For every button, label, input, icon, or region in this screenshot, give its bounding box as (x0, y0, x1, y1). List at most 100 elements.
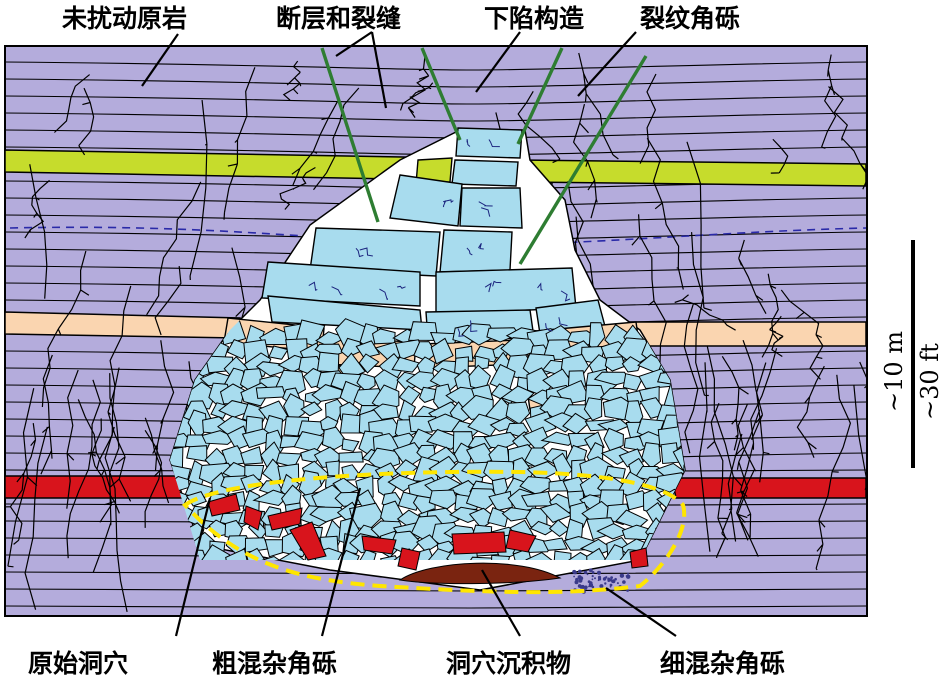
breccia-clast (522, 426, 551, 452)
fracture-line (313, 87, 360, 191)
bedding-line (5, 95, 867, 105)
breccia-clast (186, 445, 208, 462)
block-internal-cracks (308, 139, 571, 337)
fracture-line (53, 74, 90, 133)
fracture-line (721, 356, 749, 451)
fracture-line (5, 423, 37, 545)
fine-breccia-grain (584, 585, 588, 590)
fine-breccia-grain (614, 577, 617, 581)
breccia-clast (338, 451, 364, 463)
block-crack (470, 320, 478, 332)
fracture-line (41, 250, 90, 408)
bedding-line (5, 112, 867, 122)
fracture-line (761, 273, 779, 358)
label-sag-structure: 下陷构造 (484, 4, 584, 33)
fracture-line (96, 285, 132, 470)
fracture-line (706, 346, 743, 542)
breccia-clast (586, 547, 609, 560)
fine-breccia-grain (588, 582, 594, 588)
block-crack (397, 285, 406, 289)
label-faults-fractures: 断层和裂缝 (276, 4, 401, 33)
breccia-clast (283, 393, 305, 423)
fine-breccia-grain (591, 578, 594, 581)
fine-breccia-grain (591, 571, 595, 574)
fine-breccia-grain (611, 581, 613, 583)
label-crackle-breccia: 裂纹角砾 (640, 4, 740, 33)
fine-breccia-grain (597, 570, 601, 575)
fine-breccia-grain (575, 577, 579, 582)
breccia-clast (321, 426, 348, 451)
block-crack (355, 247, 364, 258)
breccia-clast (244, 537, 270, 553)
breccia-clast (325, 460, 340, 477)
fine-breccia-grain (604, 576, 607, 580)
breccia-clast (621, 356, 642, 373)
label-undisturbed-host-rock: 未扰动原岩 (62, 4, 187, 33)
fine-breccia-grain (604, 582, 607, 585)
fracture-line (578, 52, 619, 160)
breccia-clast (486, 327, 520, 343)
fracture-line (815, 374, 852, 571)
block-crack (545, 323, 553, 332)
fracture-line (282, 60, 302, 101)
label-cave-sediment: 洞穴沉积物 (446, 649, 571, 678)
label-fine-chaotic-breccia: 细混杂角砾 (660, 649, 785, 678)
breccia-clast (226, 425, 251, 451)
fracture-line (107, 367, 132, 502)
fracture-line (399, 55, 430, 111)
fracture-line (769, 315, 784, 358)
fracture-line (154, 266, 182, 336)
fracture-line (755, 362, 770, 483)
block-crack (331, 286, 343, 296)
scale-label-imperial: ~30 ft (916, 343, 944, 420)
breccia-clast (604, 356, 626, 372)
breccia-clast (505, 401, 531, 425)
fine-breccia-grain (607, 579, 611, 582)
breccia-clast (356, 372, 376, 393)
fracture-line (796, 365, 825, 458)
block-crack (443, 199, 454, 204)
fine-breccia-grain (616, 582, 619, 585)
block-crack (308, 281, 318, 291)
breccia-clast (225, 548, 251, 560)
fine-breccia-grain (613, 580, 616, 582)
bedding-line (5, 61, 867, 71)
fine-breccia-grain (594, 577, 596, 580)
label-original-cave: 原始洞穴 (28, 649, 128, 678)
breccia-clast (615, 509, 649, 529)
block-crack (560, 290, 571, 302)
breccia-clast (224, 519, 243, 540)
block-crack (359, 247, 373, 257)
breccia-clast (597, 418, 630, 434)
breccia-clast (258, 327, 294, 346)
fracture-line (29, 164, 48, 299)
breccia-clast (553, 550, 572, 560)
fracture-line (24, 426, 48, 610)
breccia-clast (358, 353, 380, 374)
breccia-clast (672, 443, 685, 471)
breccia-clast (371, 328, 396, 345)
fracture-line (66, 379, 101, 559)
block-crack (478, 201, 493, 207)
red-bed-clasts (207, 493, 649, 571)
fracture-line (144, 429, 163, 528)
breccia-clast (274, 551, 309, 560)
fine-breccia-grain (573, 575, 575, 578)
breccia-clast (539, 502, 574, 523)
fracture-line (770, 138, 789, 174)
fracture-line (740, 348, 778, 538)
fracture-line (78, 87, 95, 156)
block-crack (457, 328, 465, 337)
fracture-line (859, 361, 867, 389)
crackle-blocks (261, 127, 607, 341)
fracture-line (706, 402, 728, 558)
block-crack (379, 288, 389, 301)
fracture-line (736, 409, 761, 541)
breccia-clast (602, 544, 626, 560)
red-bed-left (4, 475, 201, 499)
breccia-clast (489, 416, 521, 432)
fracture-line (291, 100, 339, 186)
breccia-clast (583, 397, 603, 421)
breccia-clast (683, 464, 685, 482)
